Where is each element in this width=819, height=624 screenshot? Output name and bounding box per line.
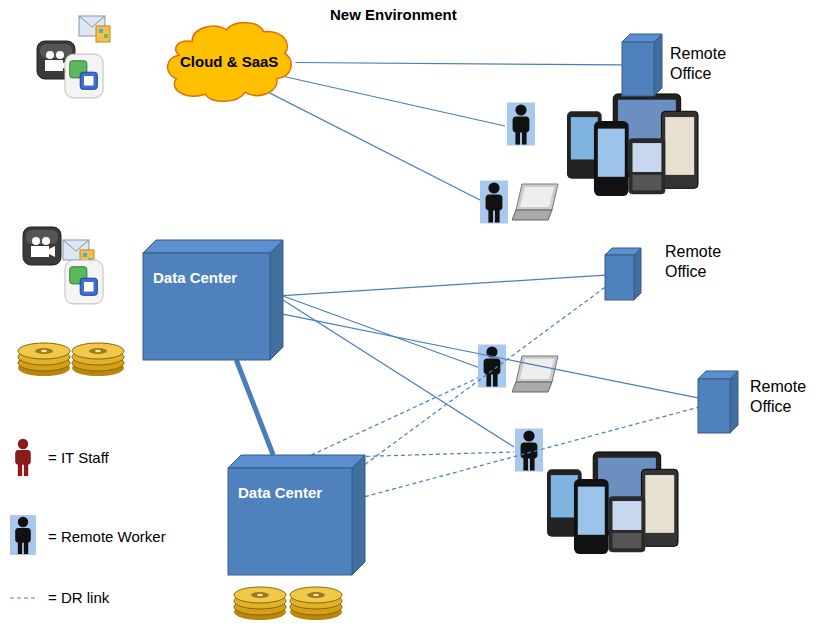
remote-worker-icon (507, 103, 535, 146)
office-box: Remote Office (605, 248, 641, 300)
cube-top (228, 455, 365, 468)
video-icon (23, 227, 61, 265)
dr-link (305, 376, 482, 458)
data-center-box: Data Center (228, 455, 365, 575)
legend-label: = DR link (48, 589, 109, 606)
mobile-devices (547, 452, 678, 554)
cube-front (605, 255, 634, 300)
storage-icon (234, 587, 286, 620)
office-label: Remote Office (750, 377, 816, 417)
cube-outline (143, 240, 283, 360)
cube-front (698, 379, 730, 433)
legend-symbol (10, 597, 38, 598)
dr-link (365, 287, 605, 464)
app-icon (65, 260, 103, 304)
worker-link (252, 84, 480, 200)
network-link (236, 360, 273, 455)
cube-outline (605, 248, 641, 300)
cube-outline (228, 455, 365, 575)
worker-link (283, 296, 480, 368)
cube-side (352, 455, 365, 575)
mobile-devices (567, 94, 698, 196)
dr-worker-links (305, 376, 514, 458)
network-link (283, 275, 605, 295)
storage-icon (290, 587, 342, 620)
network-link (295, 62, 622, 64)
cube-outline (622, 34, 662, 96)
dr-link (365, 407, 698, 496)
legend-label: = IT Staff (48, 449, 109, 466)
cube-outline (698, 371, 738, 433)
cube-front (228, 468, 352, 575)
cube-side (654, 34, 662, 96)
remote-worker-icon (515, 429, 543, 472)
office-box: Remote Office (622, 34, 662, 96)
cloud-label: Cloud & SaaS (180, 53, 278, 70)
cube-side (730, 371, 738, 433)
storage-icon (72, 343, 124, 376)
legend-label: = Remote Worker (48, 528, 166, 545)
cube-front (143, 253, 270, 360)
cube-side (270, 240, 283, 360)
cloud-shape: Cloud & SaaS (163, 18, 295, 106)
diagram-title: New Environment (330, 6, 457, 23)
cloud-fill (168, 23, 292, 102)
cube-front (622, 42, 654, 96)
mail-icon (79, 16, 110, 42)
storage-icon (18, 343, 70, 376)
office-box: Remote Office (698, 371, 738, 433)
worker-links (252, 70, 514, 447)
laptop-icon (512, 184, 558, 220)
worker-link (283, 300, 514, 447)
remote-worker-icon (480, 181, 508, 224)
data-center-box: Data Center (143, 240, 283, 360)
worker-link (255, 70, 505, 126)
office-label: Remote Office (665, 242, 731, 282)
app-icon (65, 54, 103, 98)
data-center-label: Data Center (238, 484, 322, 501)
cube-top (143, 240, 283, 253)
legend-symbol (10, 515, 36, 555)
office-label: Remote Office (670, 44, 736, 84)
legend-symbol (15, 439, 31, 476)
remote-worker-icon (478, 345, 506, 388)
data-center-label: Data Center (153, 269, 237, 286)
network-link (283, 314, 698, 398)
cube-side (634, 248, 641, 300)
